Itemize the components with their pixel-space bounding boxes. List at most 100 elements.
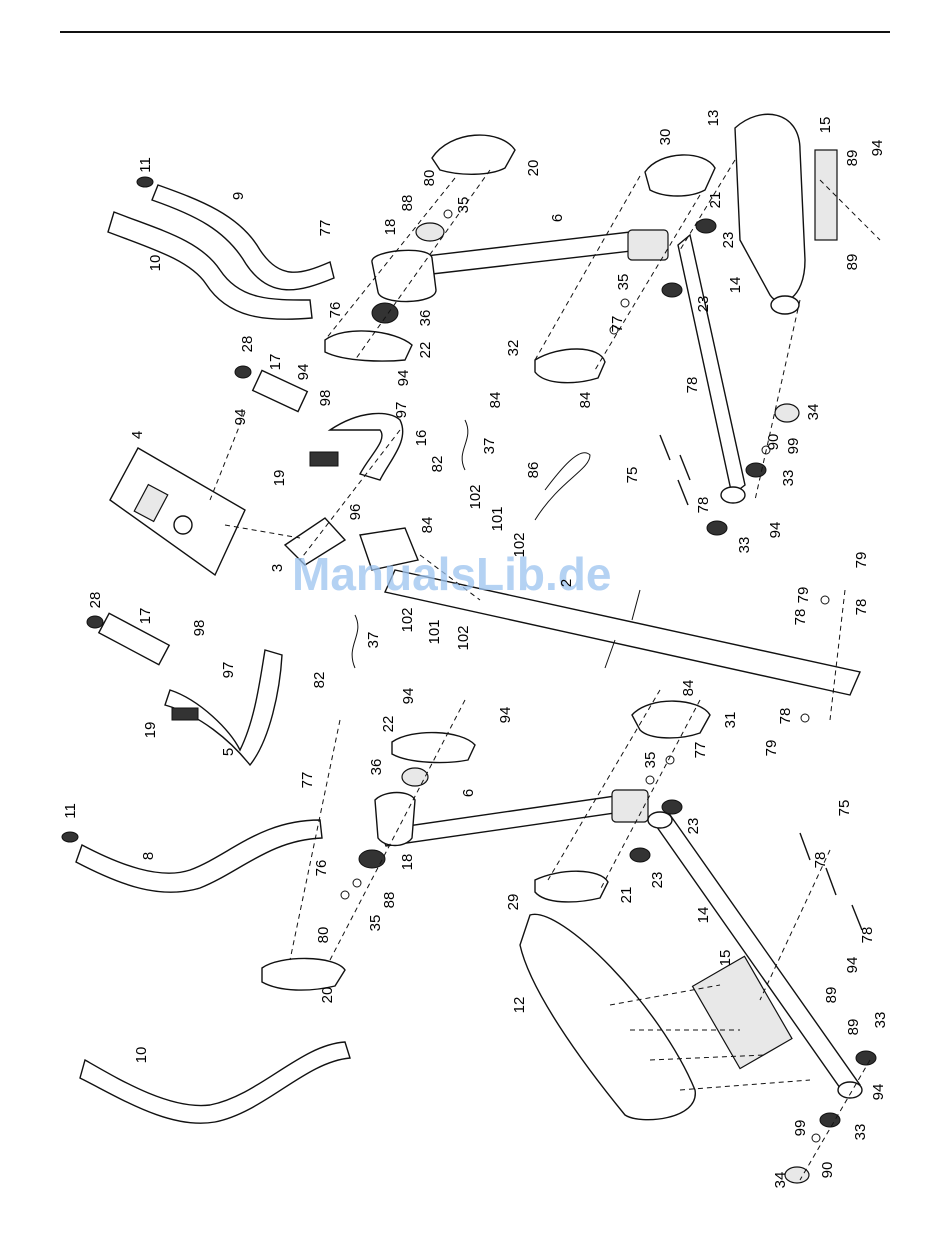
handle-5 xyxy=(164,649,283,767)
part-number-label: 11 xyxy=(62,803,79,819)
part-number-label: 78 xyxy=(853,599,870,616)
part-number-label: 11 xyxy=(137,157,154,173)
shroud-22-lower xyxy=(391,731,476,764)
part-number-label: 94 xyxy=(767,522,784,539)
part-number-label: 77 xyxy=(317,220,334,237)
part-number-label: 6 xyxy=(460,789,477,797)
part-number-label: 32 xyxy=(505,340,522,357)
part-number-label: 33 xyxy=(780,470,797,487)
part-number-label: 76 xyxy=(313,860,330,877)
part-number-label: 84 xyxy=(680,680,697,697)
mast-bracket-3 xyxy=(283,517,347,566)
part-number-label: 30 xyxy=(657,129,674,146)
part-number-label: 90 xyxy=(765,434,782,451)
harness-86 xyxy=(534,452,591,521)
part-number-label: 80 xyxy=(421,170,438,187)
upper-arm-bracket xyxy=(627,229,669,261)
fastener-k xyxy=(811,1133,821,1143)
pedal-12 xyxy=(519,913,696,1121)
part-number-label: 15 xyxy=(717,950,734,967)
cover-31 xyxy=(631,700,711,739)
part-number-label: 28 xyxy=(87,592,104,609)
console-4 xyxy=(109,447,246,577)
tube-end-lower xyxy=(647,811,673,829)
handlebar-10-upper xyxy=(107,211,313,320)
part-number-label: 88 xyxy=(381,892,398,909)
console-screen xyxy=(133,483,169,523)
part-number-label: 18 xyxy=(382,219,399,236)
frame-axle-a xyxy=(631,589,641,621)
part-number-label: 90 xyxy=(819,1162,836,1179)
tube-end-upper xyxy=(720,486,746,504)
grip-17-lower xyxy=(97,612,171,666)
part-number-label: 86 xyxy=(525,462,542,479)
cover-20-lower xyxy=(261,957,346,991)
end-cap-34-upper xyxy=(774,403,800,423)
part-number-label: 75 xyxy=(836,800,853,817)
part-number-label: 102 xyxy=(455,625,472,650)
part-number-label: 98 xyxy=(317,390,334,407)
part-number-label: 75 xyxy=(624,467,641,484)
roller-33-lower-b xyxy=(819,1112,841,1128)
part-number-label: 78 xyxy=(859,927,876,944)
part-number-label: 29 xyxy=(505,894,522,911)
part-number-label: 94 xyxy=(870,1084,887,1101)
sensor-19-upper xyxy=(309,451,339,467)
part-number-label: 35 xyxy=(455,197,472,214)
watermark-text: ManualsLib.de xyxy=(292,548,611,600)
part-number-label: 23 xyxy=(649,872,666,889)
part-number-label: 78 xyxy=(812,852,829,869)
part-number-label: 3 xyxy=(269,564,286,572)
part-number-label: 97 xyxy=(220,662,237,679)
part-number-label: 89 xyxy=(845,1019,862,1036)
part-number-label: 80 xyxy=(315,927,332,944)
part-number-label: 77 xyxy=(692,742,709,759)
wheel-23-lower-b xyxy=(629,847,651,863)
part-number-label: 28 xyxy=(239,336,256,353)
fastener-b xyxy=(620,298,630,308)
part-number-label: 99 xyxy=(785,438,802,455)
parts-drawing xyxy=(61,113,877,1184)
part-number-label: 14 xyxy=(695,907,712,924)
tube-end-lower-b xyxy=(837,1081,863,1099)
part-number-label: 101 xyxy=(426,619,443,644)
lower-arm-sleeve xyxy=(374,791,416,847)
pedal-end-upper xyxy=(770,295,800,315)
washer-18-lower xyxy=(358,849,386,869)
part-number-label: 89 xyxy=(844,150,861,167)
part-number-label: 82 xyxy=(429,456,446,473)
pedal-arm-14-upper xyxy=(677,233,746,497)
part-number-label: 96 xyxy=(347,504,364,521)
part-number-label: 94 xyxy=(869,140,886,157)
part-number-label: 76 xyxy=(327,302,344,319)
frame-axle-b xyxy=(604,639,616,669)
bracket-15-lower xyxy=(691,955,793,1070)
part-number-label: 88 xyxy=(399,195,416,212)
sensor-19-lower xyxy=(171,707,199,721)
part-number-label: 37 xyxy=(365,632,382,649)
part-number-label: 2 xyxy=(558,579,575,587)
roller-33-upper-a xyxy=(745,462,767,478)
part-number-label: 35 xyxy=(642,752,659,769)
part-number-label: 89 xyxy=(844,254,861,271)
handle-16 xyxy=(327,412,404,481)
part-number-label: 36 xyxy=(417,310,434,327)
fastener-f xyxy=(340,890,350,900)
part-number-label: 97 xyxy=(393,402,410,419)
part-number-label: 34 xyxy=(805,404,822,421)
bearing-36-lower xyxy=(401,767,429,787)
shroud-29 xyxy=(534,870,609,903)
part-number-label: 23 xyxy=(695,296,712,313)
part-number-label: 101 xyxy=(489,506,506,531)
part-number-label: 21 xyxy=(707,192,724,209)
part-number-label: 78 xyxy=(777,708,794,725)
end-cap-11-upper xyxy=(136,176,154,188)
part-number-label: 99 xyxy=(792,1120,809,1137)
console-knob xyxy=(173,515,193,535)
pin-75-b xyxy=(825,867,837,896)
part-number-label: 33 xyxy=(872,1012,889,1029)
part-number-label: 5 xyxy=(220,748,237,756)
part-number-label: 10 xyxy=(133,1047,150,1064)
roller-33-upper-b xyxy=(706,520,728,536)
part-number-label: 14 xyxy=(727,277,744,294)
